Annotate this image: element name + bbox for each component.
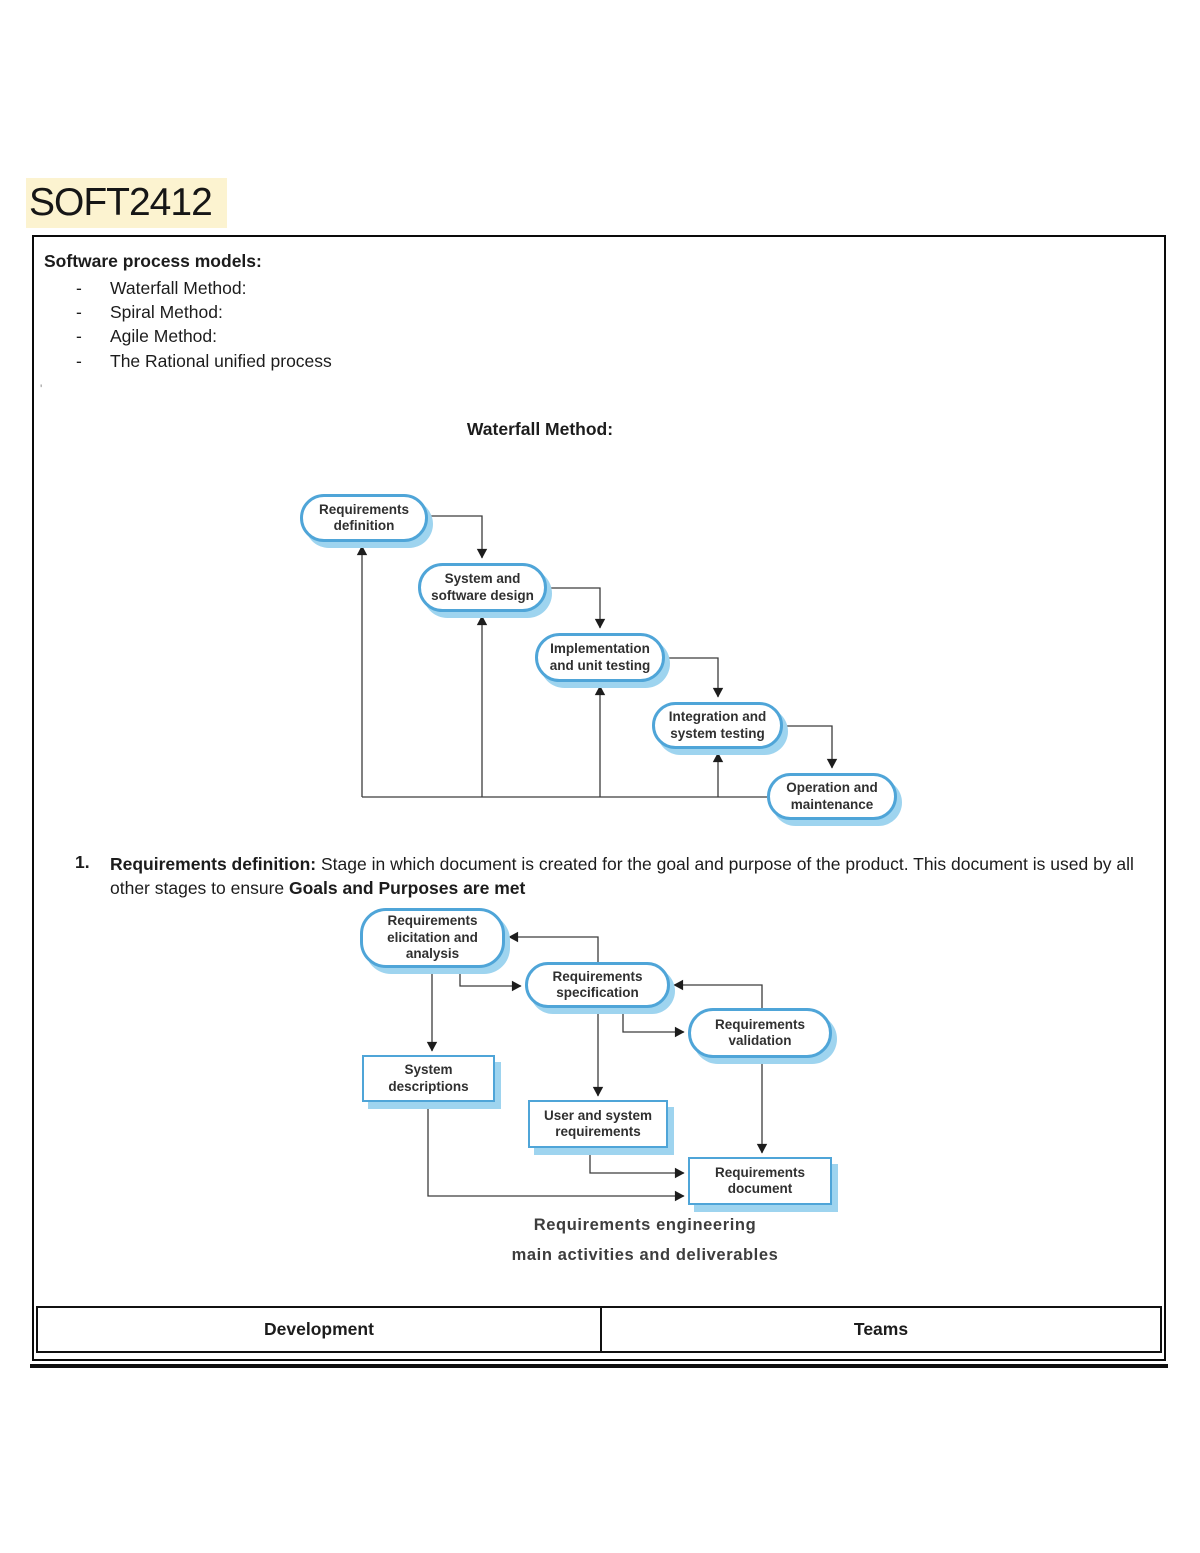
bullet-list: - Waterfall Method: - Spiral Method: - A… — [76, 276, 332, 374]
dash-bullet: - — [76, 326, 82, 347]
waterfall-stage-box: Implementation and unit testing — [535, 633, 665, 682]
requirements-definition-paragraph: Requirements definition: Stage in which … — [110, 852, 1170, 900]
content-border-box — [32, 235, 1166, 1361]
dash-bullet: - — [76, 302, 82, 323]
diagram-caption: Requirements engineering main activities… — [345, 1216, 945, 1265]
list-number: 1. — [75, 852, 90, 872]
notes-heading: Software process models: — [44, 251, 262, 271]
list-item-label: Agile Method: — [110, 326, 218, 347]
re-activity-box: Requirements elicitation and analysis — [360, 908, 505, 968]
table-header-teams: Teams — [853, 1319, 909, 1339]
waterfall-stage-box: Operation and maintenance — [767, 773, 897, 820]
list-item: - The Rational unified process — [76, 349, 332, 373]
caption-line: Requirements engineering — [533, 1216, 757, 1234]
paragraph-line: other stages to ensure Goals and Purpose… — [110, 878, 526, 898]
list-item: - Spiral Method: — [76, 300, 332, 324]
course-code-highlight: SOFT2412 — [26, 178, 227, 228]
paragraph-line: Requirements definition: Stage in which … — [110, 854, 1134, 874]
list-item-label: Spiral Method: — [110, 302, 223, 323]
re-activity-box: Requirements specification — [525, 962, 670, 1008]
list-item: - Agile Method: — [76, 325, 332, 349]
stray-mark: ' — [40, 382, 43, 396]
re-activity-box: Requirements validation — [688, 1008, 832, 1058]
re-deliverable-box: User and system requirements — [528, 1100, 668, 1148]
table-header-development: Development — [38, 1308, 602, 1351]
re-deliverable-box: System descriptions — [362, 1055, 495, 1102]
waterfall-diagram-title: Waterfall Method: — [466, 419, 614, 439]
dash-bullet: - — [76, 277, 82, 298]
dash-bullet: - — [76, 350, 82, 371]
development-teams-table: Development Teams — [36, 1306, 1162, 1353]
waterfall-stage-box: System and software design — [418, 563, 547, 612]
re-deliverable-box: Requirements document — [688, 1157, 832, 1205]
waterfall-stage-box: Requirements definition — [300, 494, 428, 542]
waterfall-stage-box: Integration and system testing — [652, 702, 783, 749]
list-item-label: Waterfall Method: — [110, 277, 247, 298]
caption-line: main activities and deliverables — [511, 1246, 779, 1264]
bottom-thick-rule — [30, 1364, 1168, 1368]
list-item: - Waterfall Method: — [76, 276, 332, 300]
list-item-label: The Rational unified process — [110, 350, 332, 371]
